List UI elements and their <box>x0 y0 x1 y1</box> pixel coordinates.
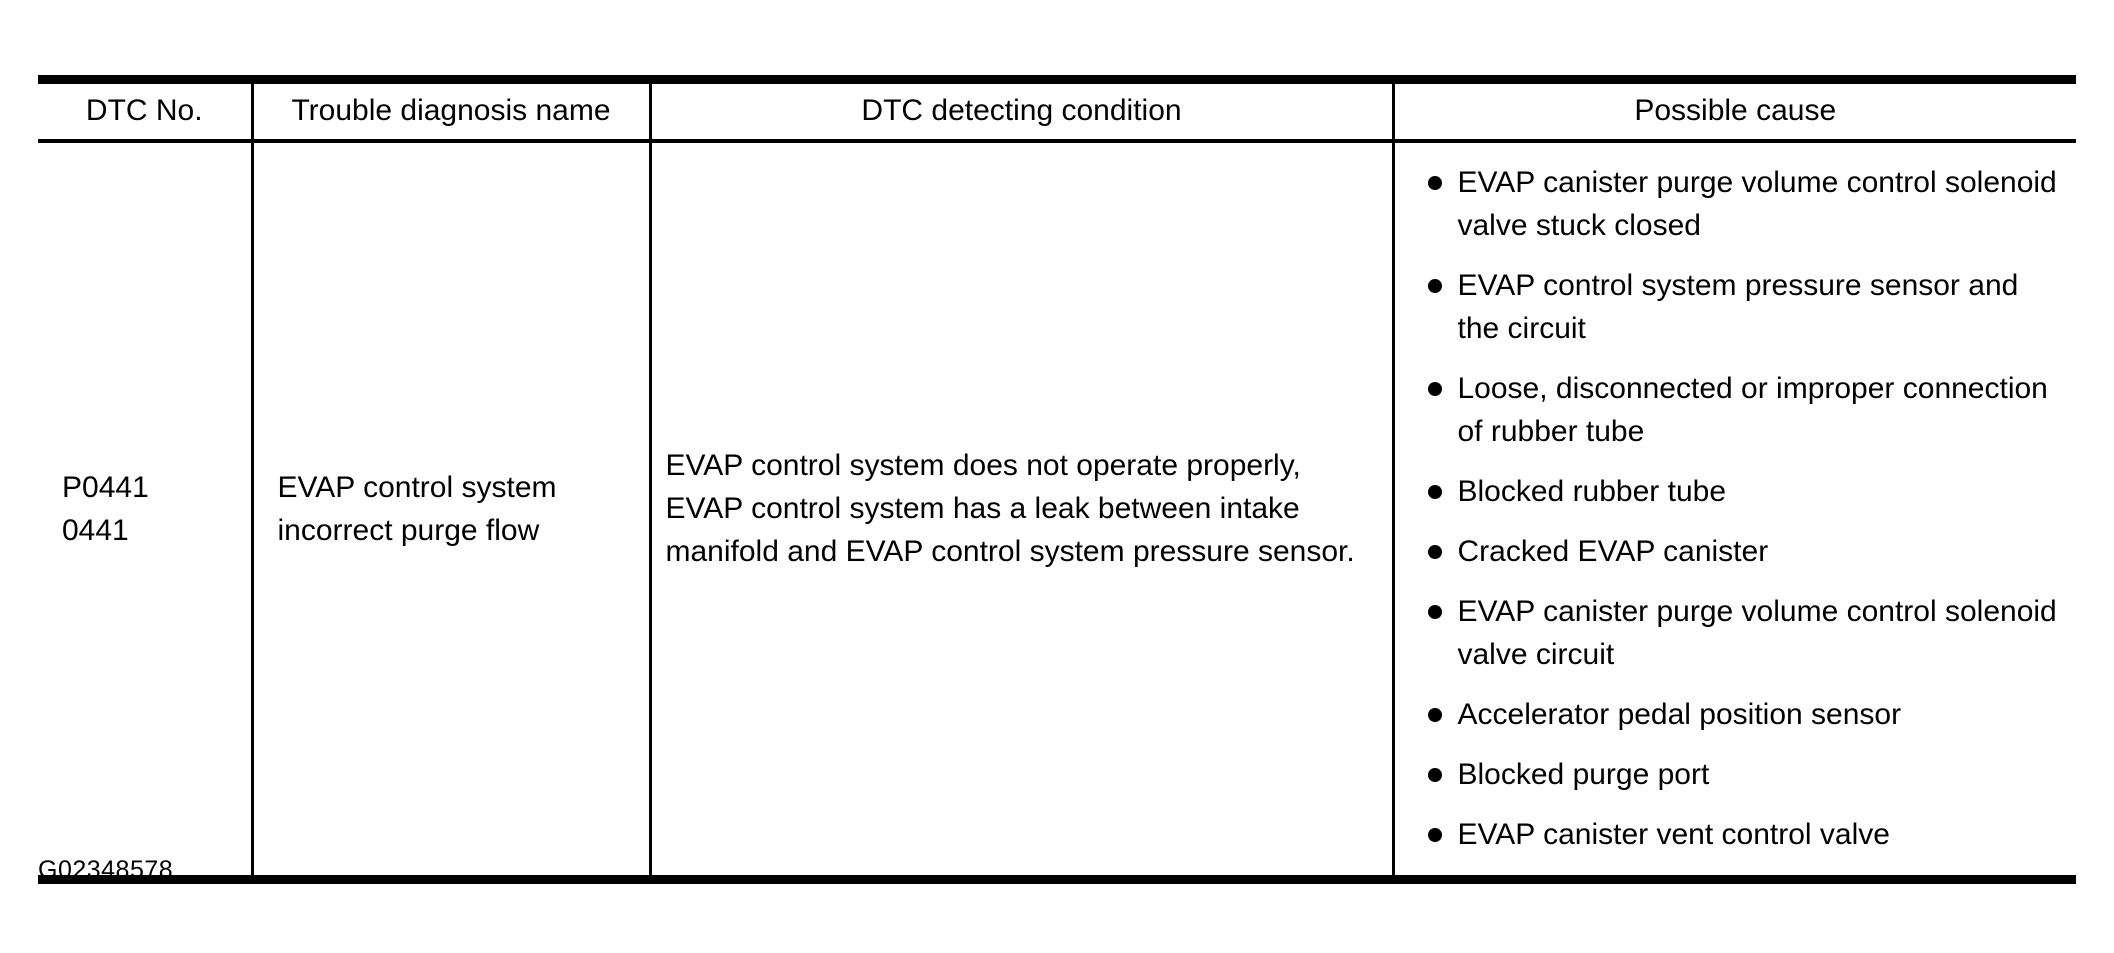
dtc-table: DTC No. Trouble diagnosis name DTC detec… <box>38 75 2076 884</box>
bullet-icon <box>1427 827 1442 842</box>
possible-cause-item: EVAP control system pressure sensor and … <box>1427 264 2063 350</box>
possible-cause-item: EVAP canister purge volume control solen… <box>1427 590 2063 676</box>
possible-cause-item: EVAP canister purge volume control solen… <box>1427 161 2063 247</box>
dtc-code-secondary: 0441 <box>62 513 129 547</box>
possible-cause-text: EVAP canister vent control valve <box>1457 817 1890 851</box>
col-header-trouble-diagnosis-name: Trouble diagnosis name <box>250 79 650 143</box>
possible-cause-item: Blocked rubber tube <box>1427 470 2063 513</box>
bullet-icon <box>1427 381 1442 396</box>
possible-cause-text: Blocked rubber tube <box>1457 474 1727 508</box>
possible-cause-item: Blocked purge port <box>1427 753 2063 796</box>
bullet-icon <box>1427 707 1442 722</box>
table-row: P0441 0441 EVAP control system incorrect… <box>38 140 2076 880</box>
possible-cause-item: EVAP canister vent control valve <box>1427 813 2063 856</box>
possible-cause-item: Cracked EVAP canister <box>1427 530 2063 573</box>
cell-dtc-detecting-condition: EVAP control system does not operate pro… <box>648 140 1393 879</box>
possible-cause-text: Loose, disconnected or improper connecti… <box>1457 371 2048 448</box>
possible-cause-text: EVAP canister purge volume control solen… <box>1457 165 2057 242</box>
col-header-possible-cause: Possible cause <box>1391 79 2076 143</box>
bullet-icon <box>1427 767 1442 782</box>
possible-cause-item: Accelerator pedal position sensor <box>1427 693 2063 736</box>
bullet-icon <box>1427 484 1442 499</box>
possible-cause-list: EVAP canister purge volume control solen… <box>1395 161 2063 856</box>
possible-cause-item: Loose, disconnected or improper connecti… <box>1427 367 2063 453</box>
bullet-icon <box>1427 544 1442 559</box>
possible-cause-text: Accelerator pedal position sensor <box>1457 697 1902 731</box>
cell-possible-cause: EVAP canister purge volume control solen… <box>1391 140 2076 879</box>
bullet-icon <box>1427 278 1442 293</box>
possible-cause-text: EVAP control system pressure sensor and … <box>1457 268 2019 345</box>
bullet-icon <box>1427 175 1442 190</box>
col-header-dtc-detecting-condition: DTC detecting condition <box>648 79 1393 143</box>
cell-trouble-diagnosis-name: EVAP control system incorrect purge flow <box>250 140 650 879</box>
cell-dtc-no: P0441 0441 <box>38 141 252 880</box>
header-row: DTC No. Trouble diagnosis name DTC detec… <box>38 79 2076 143</box>
dtc-code-primary: P0441 <box>62 470 149 504</box>
col-header-dtc-no: DTC No. <box>38 79 252 143</box>
figure-id: G02348578 <box>38 856 174 884</box>
possible-cause-text: EVAP canister purge volume control solen… <box>1457 594 2057 671</box>
possible-cause-text: Cracked EVAP canister <box>1457 534 1769 568</box>
bullet-icon <box>1427 604 1442 619</box>
possible-cause-text: Blocked purge port <box>1457 757 1710 791</box>
